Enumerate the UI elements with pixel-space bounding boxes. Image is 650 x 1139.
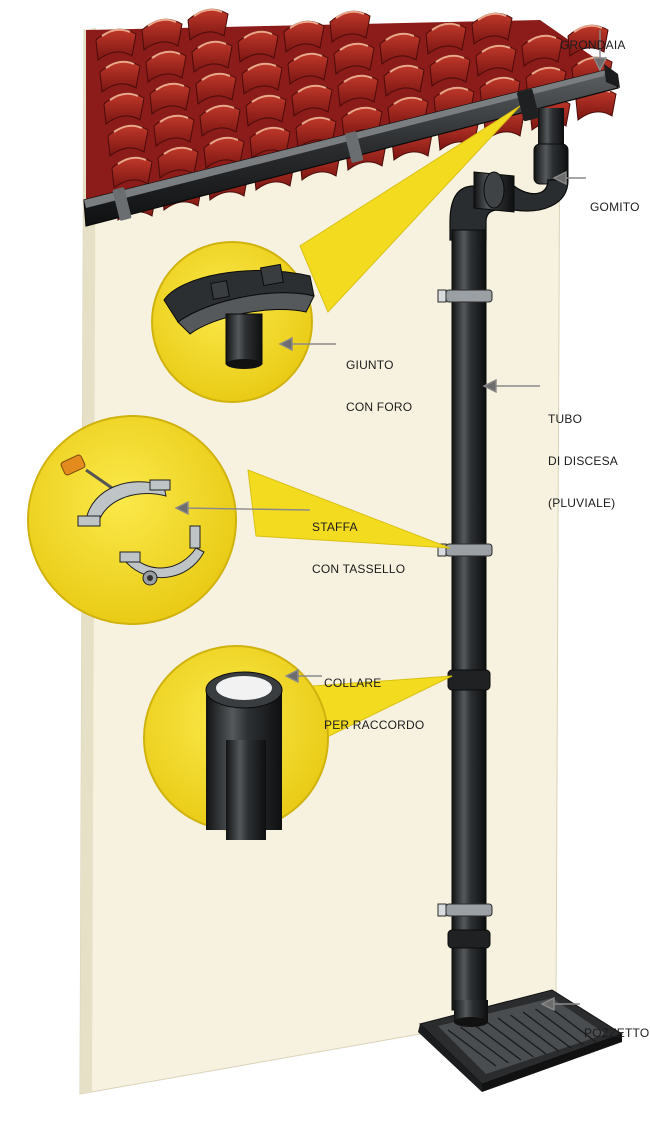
roof-tile-highlight [289, 20, 319, 29]
grate-slot [497, 1017, 547, 1055]
roof-tile-highlight [155, 82, 185, 91]
roof-tile-highlight [113, 124, 143, 133]
roof-tile-highlight [477, 12, 507, 21]
roof-tile-highlight [527, 34, 557, 43]
pipe-bracket [437, 543, 493, 557]
gutter [83, 64, 620, 227]
roof-tile-highlight [347, 106, 377, 115]
label-collare-per-raccordo: COLLARE PER RACCORDO [324, 676, 425, 732]
pipe-collar [447, 929, 491, 949]
roof-tile-highlight [109, 92, 139, 101]
grate-slot [510, 1014, 559, 1052]
roof-tile-highlight [205, 104, 235, 113]
grate-slot [447, 1029, 497, 1067]
roof-tile-highlight [439, 86, 469, 95]
label-giunto-con-foro: GIUNTO CON FORO [346, 358, 413, 414]
roof-tile-highlight [197, 40, 227, 49]
roof-tile-highlight [151, 50, 181, 59]
roof-tile-highlight [573, 24, 603, 33]
roof-tile-highlight [435, 54, 465, 63]
drain-grate [418, 989, 624, 1092]
label-grondaia: GRONDAIA [560, 38, 626, 52]
roof-tile-highlight [201, 72, 231, 81]
grate-slot [485, 1020, 534, 1058]
callout-collare [143, 645, 329, 840]
gutter-joint [517, 88, 539, 122]
roof-tile-highlight [193, 8, 223, 17]
callout-staffa [27, 415, 237, 625]
roof-tile-highlight [163, 146, 193, 155]
gutter-joint [112, 187, 132, 221]
label-staffa-con-tassello: STAFFA CON TASSELLO [312, 520, 406, 576]
grate-slot [547, 1005, 597, 1043]
roof-tile-highlight [209, 136, 239, 145]
roof-tile-highlight [481, 44, 511, 53]
gutter-joint [344, 131, 364, 163]
label-gomito: GOMITO [590, 200, 640, 214]
roof-tile-highlight [385, 32, 415, 41]
roof-tile-highlight [159, 114, 189, 123]
roof-tile-highlight [293, 52, 323, 61]
roof-tile-highlight [485, 76, 515, 85]
roof-tile-highlight [101, 28, 131, 37]
roof-tile-highlight [343, 74, 373, 83]
roof-tile-highlight [301, 116, 331, 125]
roof-tile-highlight [243, 30, 273, 39]
roof-tile-highlight [431, 22, 461, 31]
roof-tile-highlight [255, 126, 285, 135]
pipe-collar [447, 669, 491, 691]
leader-lines [174, 30, 608, 1012]
roof-tile-highlight [147, 18, 177, 27]
elbow [449, 108, 569, 241]
roof-tile-highlight [117, 156, 147, 165]
grate-slot [522, 1011, 572, 1049]
grate-slot [535, 1008, 584, 1046]
roof-tile-highlight [251, 94, 281, 103]
roof-tile-highlight [297, 84, 327, 93]
grate-slot [460, 1026, 509, 1064]
grate-slot [472, 1023, 522, 1061]
roof-tile-highlight [393, 96, 423, 105]
roof-tile-highlight [531, 66, 561, 75]
callout-giunto [151, 241, 315, 403]
pipe-bracket [437, 289, 493, 303]
roof-tile-highlight [247, 62, 277, 71]
roof-tile-highlight [339, 42, 369, 51]
roof-tile-highlight [389, 64, 419, 73]
label-pozzetto: POZZETTO [584, 1026, 650, 1040]
roof-tile-highlight [105, 60, 135, 69]
roof-tile-highlight [335, 10, 365, 19]
label-tubo-di-discesa: TUBO DI DISCESA (PLUVIALE) [548, 412, 619, 510]
pipe-bracket [437, 903, 493, 917]
